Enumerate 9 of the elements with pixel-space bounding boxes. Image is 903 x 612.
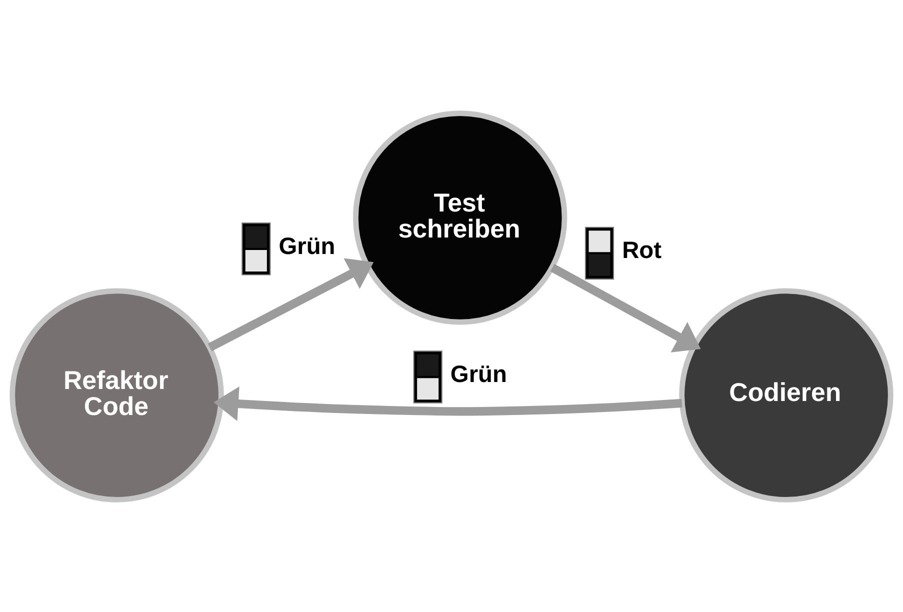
edge-label: Rot (622, 238, 662, 264)
arrow (214, 386, 682, 421)
edge-label: Grün (278, 233, 336, 260)
node-circle: Test schreiben (353, 110, 568, 324)
node-circle: Codieren (679, 288, 894, 502)
node-circle: Refaktor Code (10, 288, 224, 502)
edge-label: Grün (450, 361, 507, 388)
arrow (208, 258, 374, 351)
arrow (550, 263, 701, 352)
